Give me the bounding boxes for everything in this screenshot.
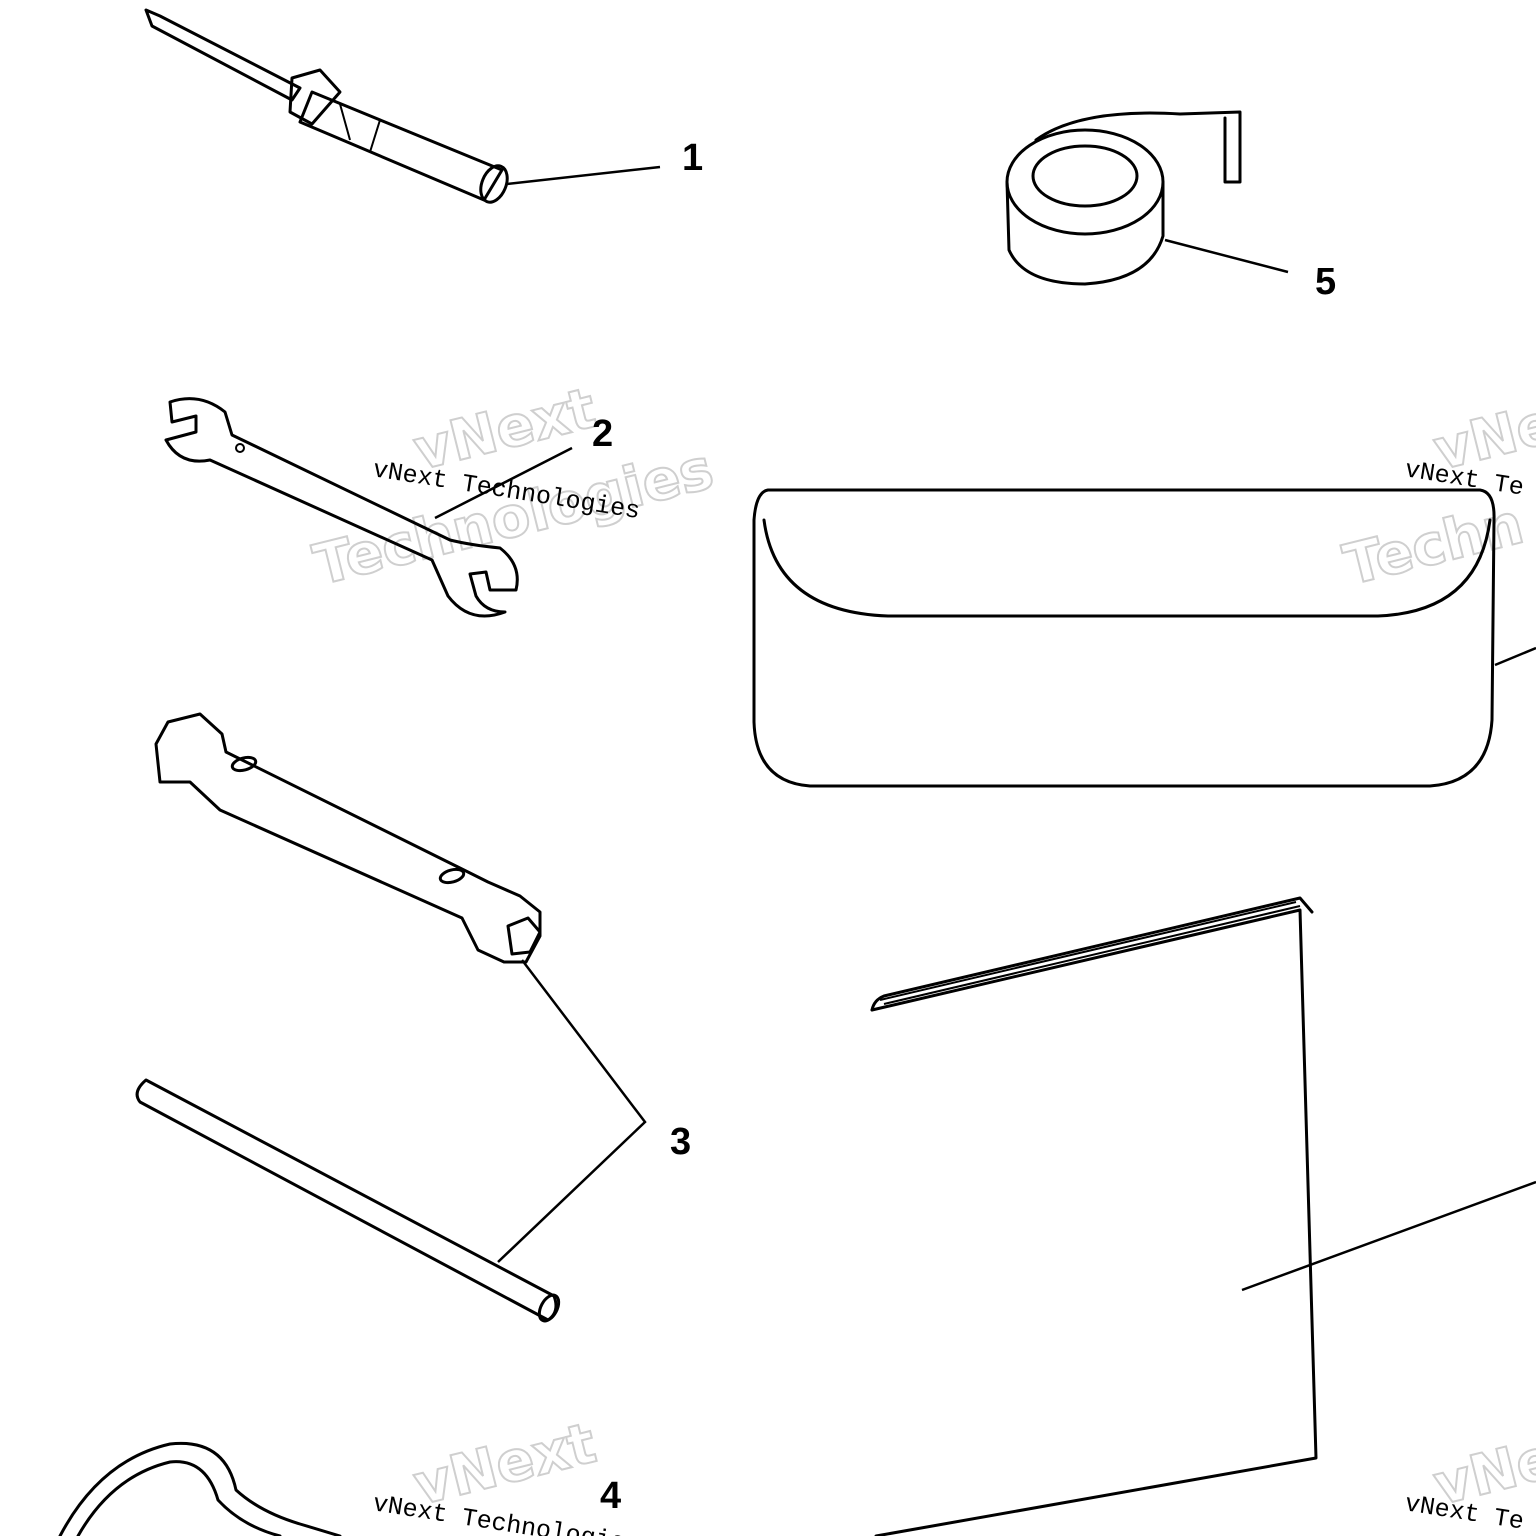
tommy-bar-drawing [135, 1078, 561, 1323]
tape-roll-drawing [1005, 110, 1289, 286]
callout-3: 3 [670, 1121, 691, 1163]
wrench-drawing [164, 397, 573, 618]
callout-5: 5 [1315, 261, 1336, 303]
strap-drawing [58, 1441, 342, 1536]
tool-pouch-drawing [752, 488, 1536, 788]
watermark-word-technologies-right: Techn [1338, 492, 1530, 599]
callout-2: 2 [592, 413, 613, 455]
callout-1: 1 [682, 137, 703, 179]
callout-4: 4 [600, 1475, 621, 1517]
box-spanner-drawing [154, 712, 542, 964]
screwdriver-drawing [144, 8, 661, 204]
callout-3-leader [497, 959, 647, 1263]
manual-drawing [870, 896, 1536, 1536]
